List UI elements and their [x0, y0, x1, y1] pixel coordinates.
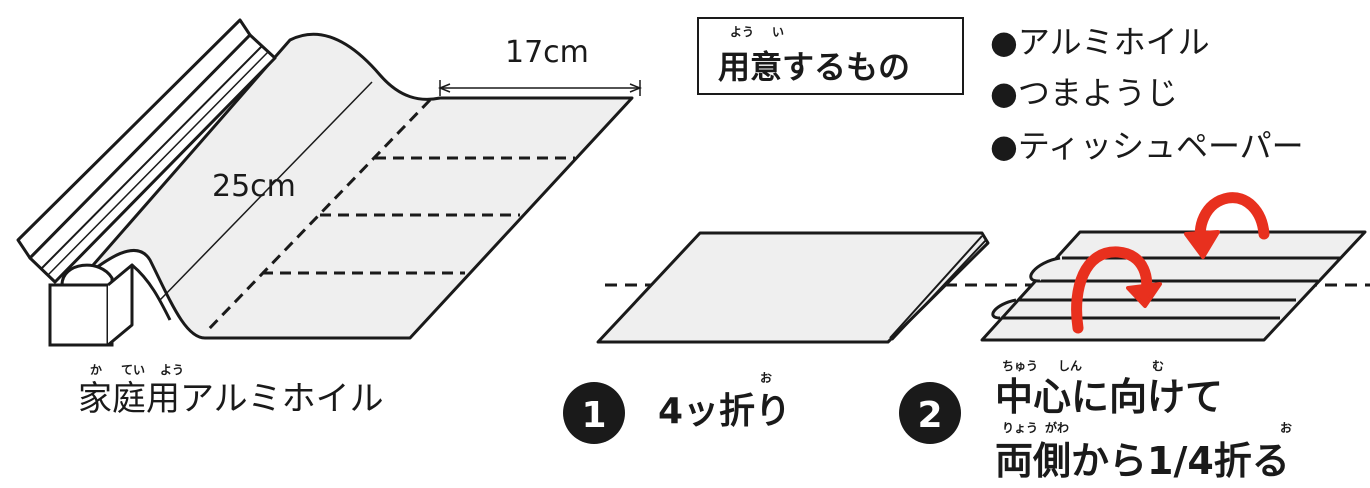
width-label: 17cm: [505, 35, 589, 70]
step2-ruby-shin: しん: [1058, 359, 1082, 373]
step1-ruby-o: お: [760, 371, 772, 385]
length-guide-line: [159, 81, 373, 301]
width-dimension: [437, 80, 643, 96]
step2-ruby-o: お: [1280, 421, 1292, 435]
step1-sheet: [596, 231, 990, 344]
foil-label: 家庭用アルミホイル: [78, 379, 384, 419]
fold-arrow-icons: [1071, 192, 1270, 334]
fold-arrow-up-icon: [1071, 246, 1153, 334]
materials-header: 用意するもの: [718, 48, 910, 86]
step2-ruby-mu: む: [1152, 359, 1164, 373]
fold-arrow-down-icon: [1194, 192, 1270, 252]
material-item-tissue: ●ティッシュペーパー: [990, 127, 1304, 165]
roll-box-top: [28, 33, 277, 284]
materials-section: よう い 用意するもの ●アルミホイル ●つまようじ ●ティッシュペーパー: [697, 17, 1304, 165]
step2-ruby-ryou: りょう: [1002, 421, 1038, 435]
roll-core-end: [60, 263, 114, 347]
step1-label: 1 お 4ッ折り: [563, 371, 791, 444]
fold-guide-lines: [204, 98, 575, 334]
step2-line2: 両側から1/4折る: [995, 439, 1290, 483]
foil-ruby-tei: てい: [121, 363, 145, 377]
materials-ruby-you: よう: [730, 25, 754, 39]
foil-label-group: か てい よう 家庭用アルミホイル: [78, 363, 384, 419]
step2-number: 2: [917, 395, 942, 436]
step1-number-badge: [563, 382, 625, 444]
step1-number: 1: [581, 395, 606, 436]
material-item-foil: ●アルミホイル: [990, 23, 1210, 61]
foil-roll-illustration: 17cm 25cm: [16, 18, 643, 347]
materials-ruby-i: い: [772, 25, 784, 39]
step2-label: 2 ちゅう しん む 中心に向けて りょう がわ お 両側から1/4折る: [899, 359, 1292, 483]
foil-ruby-ka: か: [90, 363, 102, 377]
material-item-toothpick: ●つまようじ: [990, 74, 1178, 112]
step1-text: 4ッ折り: [658, 391, 791, 432]
step2-line1: 中心に向けて: [995, 375, 1223, 419]
foil-sheet: [78, 32, 634, 340]
foil-ruby-you: よう: [160, 363, 184, 377]
step2-ruby-gawa: がわ: [1045, 420, 1069, 435]
materials-header-box: [697, 17, 964, 95]
step2-ruby-chuu: ちゅう: [1002, 359, 1038, 373]
step2-sheet: [980, 192, 1367, 342]
roll-box-end: [48, 283, 110, 347]
step2-number-badge: [899, 382, 961, 444]
length-label: 25cm: [212, 169, 296, 204]
